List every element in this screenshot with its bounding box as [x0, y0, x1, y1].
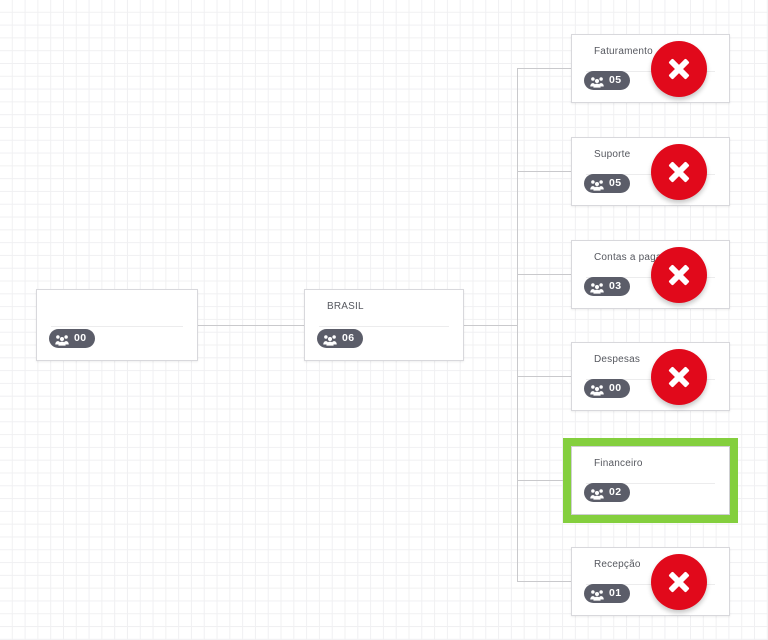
org-node-title: Faturamento [594, 46, 653, 57]
people-count-value: 06 [342, 332, 355, 345]
node-divider [586, 379, 715, 380]
people-count-value: 05 [609, 74, 622, 87]
org-node-suporte[interactable]: Suporte 05 [571, 137, 730, 206]
connector-branch-suporte [517, 171, 571, 172]
org-node-title: Suporte [594, 149, 631, 160]
people-count-value: 00 [74, 332, 87, 345]
node-divider [586, 174, 715, 175]
red-x-circle-icon[interactable] [651, 553, 707, 610]
people-group-icon [590, 75, 604, 88]
org-node-title: Contas a pagar [594, 252, 666, 263]
org-node-faturamento[interactable]: Faturamento 05 [571, 34, 730, 103]
people-count-value: 01 [609, 587, 622, 600]
org-node-recepcao[interactable]: Recepção 01 [571, 547, 730, 616]
people-group-icon [590, 487, 604, 500]
people-count-badge[interactable]: 05 [584, 71, 631, 90]
connector-branch-contas-a-pagar [517, 274, 571, 275]
node-divider [586, 483, 715, 484]
people-group-icon [590, 588, 604, 601]
node-divider [586, 584, 715, 585]
node-divider [586, 71, 715, 72]
org-node-title: Despesas [594, 354, 641, 365]
red-x-circle-icon[interactable] [651, 40, 707, 97]
node-divider [586, 277, 715, 278]
org-node-title: Financeiro [594, 458, 643, 469]
people-count-badge[interactable]: 06 [317, 329, 364, 348]
people-count-value: 02 [609, 486, 622, 499]
people-count-value: 03 [609, 280, 622, 293]
org-node-title: BRASIL [327, 301, 364, 312]
people-group-icon [55, 333, 69, 346]
people-count-badge[interactable]: 00 [584, 379, 631, 398]
connector-brasil-stub [464, 325, 518, 326]
connector-root-to-brasil [198, 325, 304, 326]
red-x-circle-icon[interactable] [651, 143, 707, 200]
connector-branch-despesas [517, 376, 571, 377]
connector-branch-financeiro [517, 480, 571, 481]
org-node-despesas[interactable]: Despesas 00 [571, 342, 730, 411]
people-group-icon [590, 178, 604, 191]
connector-branch-recepcao [517, 581, 571, 582]
org-node-financeiro[interactable]: Financeiro 02 [563, 438, 738, 523]
people-count-badge[interactable]: 00 [49, 329, 96, 348]
org-node-brasil[interactable]: BRASIL 06 [304, 289, 464, 361]
node-divider [51, 326, 183, 327]
people-count-value: 05 [609, 177, 622, 190]
connector-branch-faturamento [517, 68, 571, 69]
people-count-badge[interactable]: 02 [584, 483, 631, 502]
org-node-title: Recepção [594, 559, 641, 570]
org-node-contas-a-pagar[interactable]: Contas a pagar 03 [571, 240, 730, 309]
connector-trunk [517, 68, 518, 581]
node-divider [319, 326, 449, 327]
red-x-circle-icon[interactable] [651, 348, 707, 405]
org-node-root[interactable]: 00 [36, 289, 198, 361]
people-count-badge[interactable]: 01 [584, 584, 631, 603]
people-count-badge[interactable]: 03 [584, 277, 631, 296]
people-count-value: 00 [609, 382, 622, 395]
people-group-icon [590, 281, 604, 294]
people-group-icon [590, 383, 604, 396]
people-group-icon [323, 333, 337, 346]
red-x-circle-icon[interactable] [651, 246, 707, 303]
people-count-badge[interactable]: 05 [584, 174, 631, 193]
